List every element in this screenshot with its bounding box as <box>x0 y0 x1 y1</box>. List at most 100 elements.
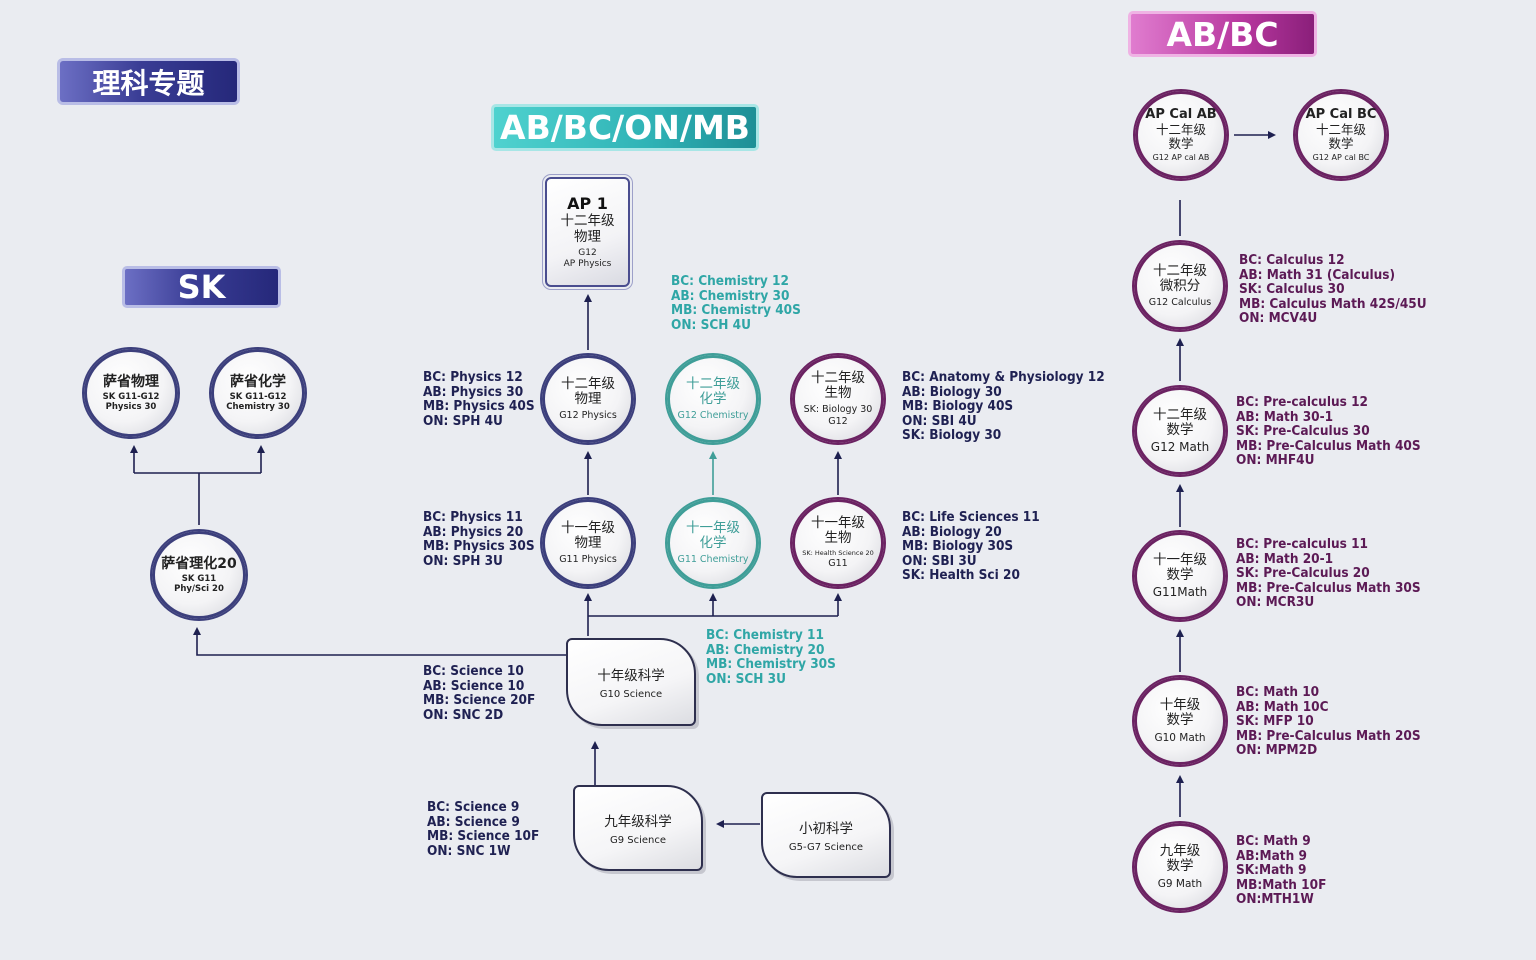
info-line: SK: Pre-Calculus 30 <box>1236 423 1370 439</box>
ap-cal-bc-node: AP Cal BC 十二年级 数学 G12 AP cal BC <box>1293 89 1389 181</box>
g12-biology-course: SK: Biology 30 <box>803 403 873 415</box>
ap-cal-bc-subject: 数学 <box>1328 135 1354 151</box>
info-line: BC: Calculus 12 <box>1239 252 1345 268</box>
info-line: BC: Anatomy & Physiology 12 <box>902 369 1105 385</box>
ap1-g12: G12 <box>578 248 597 259</box>
info-line: ON:MTH1W <box>1236 891 1314 907</box>
g12-calculus-grade: 十二年级 <box>1153 262 1207 279</box>
chem12-info: BC: Chemistry 12 AB: Chemistry 30 MB: Ch… <box>671 274 801 332</box>
g11-chemistry-node: 十一年级 化学 G11 Chemistry <box>665 497 761 589</box>
sk-physics-node: 萨省物理 SK G11-G12 Physics 30 <box>82 347 180 439</box>
g10-math-node: 十年级 数学 G10 Math <box>1132 675 1228 767</box>
info-line: MB: Biology 30S <box>902 538 1014 554</box>
g11-physics-node: 十一年级 物理 G11 Physics <box>540 497 636 589</box>
g10-science-node: 十年级科学 G10 Science <box>566 638 696 726</box>
info-line: AB: Chemistry 20 <box>706 641 825 658</box>
info-line: AB: Science 10 <box>423 677 525 694</box>
abbc-banner: AB/BC <box>1128 11 1317 57</box>
info-line: MB: Pre-Calculus Math 20S <box>1236 727 1421 744</box>
math11-info: BC: Pre-calculus 11 AB: Math 20-1 SK: Pr… <box>1236 537 1421 610</box>
g12-physics-node: 十二年级 物理 G12 Physics <box>540 353 636 445</box>
bio12-info: BC: Anatomy & Physiology 12 AB: Biology … <box>902 370 1105 443</box>
g9-math-node: 九年级 数学 G9 Math <box>1132 821 1228 913</box>
math9-info: BC: Math 9 AB:Math 9 SK:Math 9 MB:Math 1… <box>1236 834 1326 907</box>
info-line: SK: Pre-Calculus 20 <box>1236 565 1370 581</box>
g12-physics-course: G12 Physics <box>559 409 617 421</box>
sk-physics-grade: SK G11-G12 <box>102 391 160 402</box>
chem11-info: BC: Chemistry 11 AB: Chemistry 20 MB: Ch… <box>706 628 836 686</box>
info-line: ON: SPH 3U <box>423 552 503 569</box>
title-text: 理科专题 <box>92 66 205 100</box>
sk-physci20-title: 萨省理化20 <box>161 555 237 572</box>
info-line: MB: Pre-Calculus Math 30S <box>1236 579 1421 596</box>
g12-math-subject: 数学 <box>1166 422 1194 439</box>
info-line: MB:Math 10F <box>1236 876 1327 893</box>
info-line: AB: Math 20-1 <box>1236 550 1334 567</box>
ap-cal-ab-grade: 十二年级 <box>1155 121 1206 137</box>
info-line: ON: SPH 4U <box>423 412 503 429</box>
g12-chemistry-course: G12 Chemistry <box>677 409 749 421</box>
ap-cal-ab-course: G12 AP cal AB <box>1152 153 1210 163</box>
sk-banner-text: SK <box>177 268 226 306</box>
g12-biology-grade: 十二年级 <box>811 369 865 386</box>
info-line: ON: MPM2D <box>1236 742 1318 758</box>
g9-science-course: G9 Science <box>609 835 667 846</box>
math12-info: BC: Pre-calculus 12 AB: Math 30-1 SK: Pr… <box>1236 395 1421 468</box>
info-line: MB: Biology 40S <box>902 398 1014 414</box>
sk-chemistry-course: Chemistry 30 <box>226 401 290 412</box>
info-line: MB: Science 20F <box>423 692 536 708</box>
g11-biology-grade: 十一年级 <box>811 514 865 531</box>
info-line: SK:Math 9 <box>1236 862 1307 878</box>
ap-cal-ab-node: AP Cal AB 十二年级 数学 G12 AP cal AB <box>1133 89 1229 181</box>
abbconmb-banner-text: AB/BC/ON/MB <box>500 108 750 147</box>
g10-math-subject: 数学 <box>1166 712 1194 729</box>
g11-math-course: G11Math <box>1152 584 1208 599</box>
g12-math-course: G12 Math <box>1150 439 1210 454</box>
g12-calculus-course: G12 Calculus <box>1148 296 1212 308</box>
g11-physics-course: G11 Physics <box>559 553 617 565</box>
g11-chemistry-course: G11 Chemistry <box>677 553 749 565</box>
g11-math-subject: 数学 <box>1166 567 1194 584</box>
info-line: ON: SBI 3U <box>902 552 977 569</box>
g12-chemistry-grade: 十二年级 <box>686 375 740 392</box>
g12-chemistry-subject: 化学 <box>699 391 727 408</box>
g12-physics-grade: 十二年级 <box>561 375 615 392</box>
g11-biology-subject: 生物 <box>824 530 852 547</box>
info-line: BC: Physics 12 <box>423 369 523 385</box>
g5g7-science-course: G5-G7 Science <box>788 842 864 853</box>
info-line: ON: MCV4U <box>1239 310 1318 326</box>
ap-cal-bc-grade: 十二年级 <box>1315 121 1366 137</box>
ap-cal-ab-subject: 数学 <box>1168 135 1194 151</box>
info-line: ON: MHF4U <box>1236 452 1315 468</box>
info-line: ON: SBI 4U <box>902 412 977 429</box>
info-line: AB: Science 9 <box>427 813 520 830</box>
g11-physics-subject: 物理 <box>574 535 602 552</box>
ap-cal-bc-title: AP Cal BC <box>1305 106 1377 122</box>
sk-physci20-node: 萨省理化20 SK G11 Phy/Sci 20 <box>150 529 248 621</box>
info-line: ON: MCR3U <box>1236 594 1315 610</box>
g10-math-course: G10 Math <box>1154 731 1206 744</box>
g9-math-course: G9 Math <box>1157 877 1203 890</box>
sk-chemistry-grade: SK G11-G12 <box>229 391 287 402</box>
calc12-info: BC: Calculus 12 AB: Math 31 (Calculus) S… <box>1239 253 1427 326</box>
g11-physics-grade: 十一年级 <box>561 519 615 536</box>
title-banner: 理科专题 <box>57 58 240 105</box>
info-line: MB: Chemistry 30S <box>706 656 836 672</box>
g12-math-grade: 十二年级 <box>1153 406 1207 423</box>
g12-calculus-node: 十二年级 微积分 G12 Calculus <box>1132 240 1228 332</box>
info-line: ON: SNC 1W <box>427 842 511 859</box>
info-line: AB: Math 30-1 <box>1236 408 1334 425</box>
g10-science-course: G10 Science <box>599 689 663 700</box>
info-line: BC: Pre-calculus 12 <box>1236 394 1368 410</box>
info-line: MB: Calculus Math 42S/45U <box>1239 295 1427 312</box>
info-line: AB: Physics 30 <box>423 383 524 400</box>
info-line: BC: Life Sciences 11 <box>902 509 1040 525</box>
g12-chemistry-node: 十二年级 化学 G12 Chemistry <box>665 353 761 445</box>
math10-info: BC: Math 10 AB: Math 10C SK: MFP 10 MB: … <box>1236 685 1421 758</box>
g11-biology-g11: G11 <box>828 558 848 570</box>
info-line: ON: SCH 3U <box>706 670 786 687</box>
bio11-info: BC: Life Sciences 11 AB: Biology 20 MB: … <box>902 510 1040 583</box>
ap1-physics-node: AP 1 十二年级 物理 G12 AP Physics <box>542 174 633 290</box>
abbconmb-banner: AB/BC/ON/MB <box>491 104 759 151</box>
